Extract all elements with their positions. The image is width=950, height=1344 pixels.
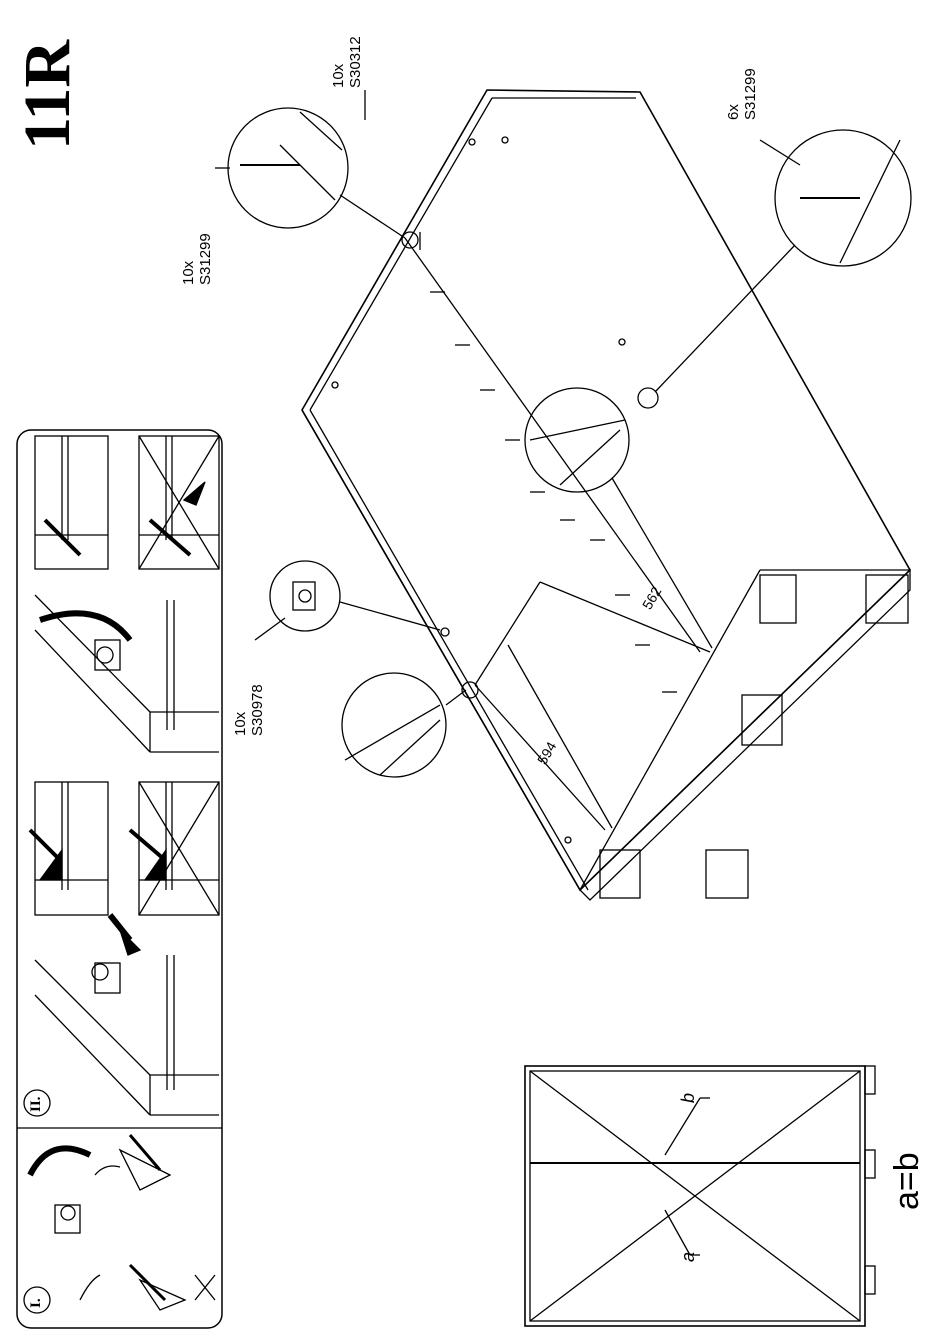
part-qty: 10x	[330, 36, 347, 88]
part-callout-s31299-b: 6x S31299	[725, 68, 759, 120]
part-code: S31299	[197, 233, 214, 285]
part-callout-s30978: 10x S30978	[232, 684, 266, 736]
part-code: S30978	[249, 684, 266, 736]
part-qty: 6x	[725, 68, 742, 120]
part-qty: 10x	[232, 684, 249, 736]
equal-diagonals-formula: a=b	[888, 1152, 927, 1210]
diagonal-label-a: a	[678, 1252, 699, 1262]
part-callout-s31299-a: 10x S31299	[180, 233, 214, 285]
part-code: S31299	[742, 68, 759, 120]
diagonal-check-drawing	[525, 1066, 875, 1326]
step-i-label: I.	[28, 1298, 45, 1308]
cabinet-body	[215, 90, 911, 900]
part-callout-s30312: 10x S30312	[330, 36, 364, 88]
diagonal-label-b: b	[678, 1093, 699, 1103]
part-code: S30312	[347, 36, 364, 88]
step-label: 11R	[10, 40, 86, 150]
instruction-panel	[17, 430, 222, 1328]
step-ii-label: II.	[28, 1097, 45, 1112]
part-qty: 10x	[180, 233, 197, 285]
